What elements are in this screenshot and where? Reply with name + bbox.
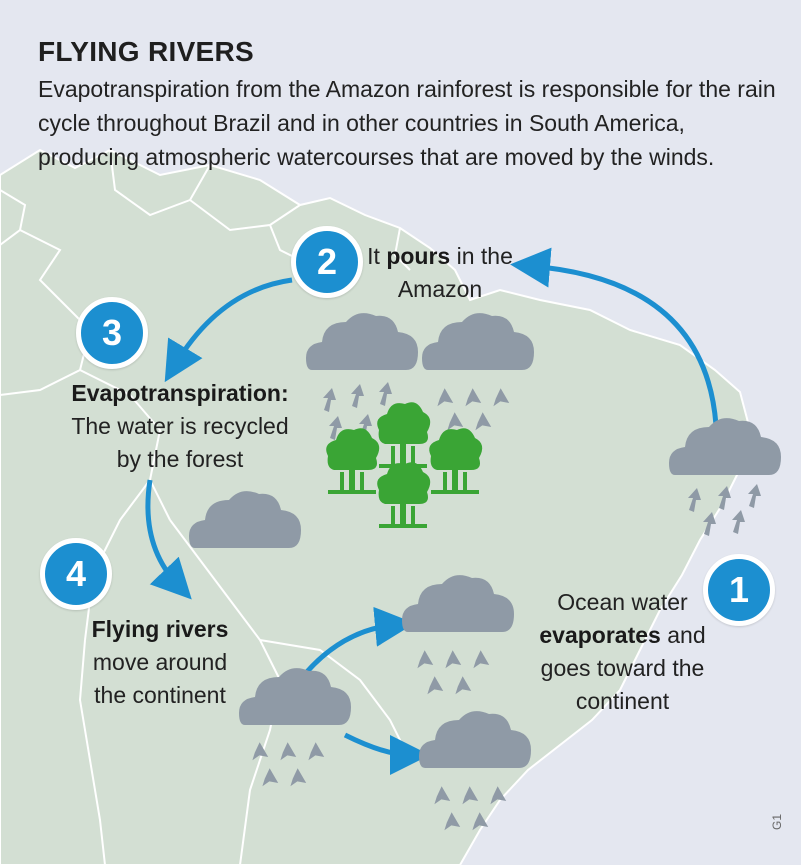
step-3-post: The water is recycled by the forest	[71, 413, 289, 472]
step-1-bold: evaporates	[539, 622, 661, 648]
step-1-pre: Ocean water	[557, 589, 688, 615]
intro-text: Evapotranspiration from the Amazon rainf…	[38, 76, 776, 170]
step-badge-2: 2	[291, 226, 363, 298]
step-2-label: It pours in the Amazon	[360, 240, 520, 306]
page-title: FLYING RIVERS	[38, 36, 255, 67]
step-1-post: and goes toward the continent	[540, 622, 706, 714]
step-3-bold-text: Evapotranspiration:	[71, 380, 289, 406]
step-4-bold-text: Flying rivers	[91, 616, 229, 642]
step-2-post: in the Amazon	[397, 243, 513, 302]
step-3-bold: Evapotranspiration:	[55, 377, 305, 410]
step-1-label: Ocean water evaporates and goes toward t…	[530, 586, 715, 718]
step-4-bold: Flying rivers	[60, 613, 260, 646]
step-3-label: Evapotranspiration: The water is recycle…	[55, 377, 305, 476]
step-badge-1: 1	[703, 554, 775, 626]
step-4-post: move around the continent	[92, 649, 228, 708]
step-badge-4: 4	[40, 538, 112, 610]
step-badge-3: 3	[76, 297, 148, 369]
step-2-bold: pours	[386, 243, 451, 269]
step-4-label: Flying rivers move around the continent	[60, 613, 260, 712]
source-credit: G1	[770, 813, 784, 830]
step-2-pre: It	[367, 243, 380, 269]
